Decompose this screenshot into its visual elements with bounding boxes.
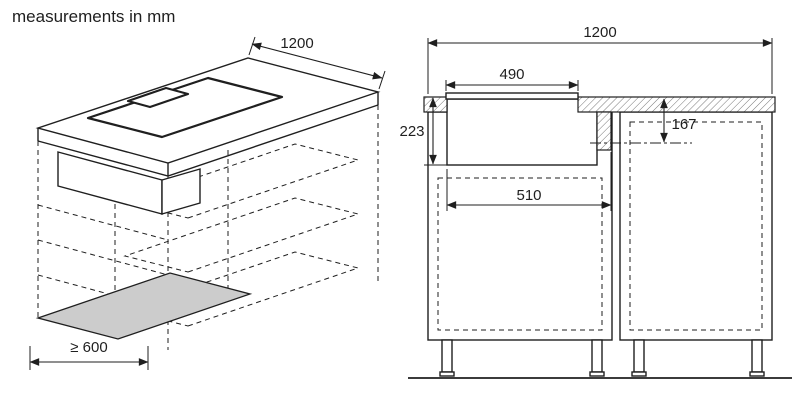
clearance-area — [35, 272, 253, 340]
label-mask — [505, 186, 553, 204]
dim-hob-top-width: 490 — [445, 66, 579, 91]
cabinet-inner-dashed — [437, 177, 603, 331]
dim-iso-min-depth: ≥ 600 — [29, 339, 149, 370]
leg-foot — [749, 371, 765, 377]
vent-outlet — [126, 86, 190, 109]
dim-outlet-center: 167 — [660, 98, 697, 143]
hob-under-body-side — [161, 168, 201, 215]
elev-dim-outlet-center-label: 167 — [671, 116, 696, 133]
worktop-right — [577, 96, 776, 113]
leg-foot — [631, 371, 647, 377]
dim-total-width: 1200 — [427, 24, 773, 94]
hob-body — [446, 98, 598, 166]
extension-line — [248, 36, 256, 56]
cabinet-inner-dashed — [629, 121, 763, 331]
dim-iso-width: 1200 — [248, 35, 386, 90]
hob-under-body — [57, 151, 163, 215]
elev-dim-total-width-label: 1200 — [583, 24, 616, 41]
iso-dim-min-depth-label: ≥ 600 — [70, 339, 107, 356]
cabinet-leg — [633, 339, 645, 373]
cabinet-leg — [591, 339, 603, 373]
drawer-line-dashed — [37, 239, 169, 276]
dim-install-depth: 223 — [399, 97, 453, 166]
drawer-line-dashed — [37, 204, 169, 241]
leg-foot — [589, 371, 605, 377]
iso-dim-width-label: 1200 — [280, 35, 313, 52]
elev-dim-hob-top-width-label: 490 — [499, 66, 524, 83]
extension-line — [378, 70, 386, 90]
elev-dim-install-depth-label: 223 — [399, 123, 424, 140]
cabinet-leg — [751, 339, 763, 373]
elev-dim-hob-body-width-label: 510 — [516, 187, 541, 204]
isometric-view: 1200 ≥ 600 — [29, 35, 386, 370]
measurements-note: measurements in mm — [12, 7, 175, 26]
leg-foot — [439, 371, 455, 377]
shelf-dashed — [123, 197, 360, 273]
cabinet-leg — [441, 339, 453, 373]
dim-hob-body-width: 510 — [446, 152, 612, 211]
air-outlet-connector — [596, 111, 612, 151]
worktop-bottom-edge — [37, 104, 379, 177]
dimension-line — [251, 42, 383, 80]
elevation-view: 1200 490 223 167 510 — [399, 24, 792, 379]
worktop-left — [423, 96, 448, 113]
hob-top-flange — [445, 92, 579, 100]
base-cabinet-right — [619, 111, 773, 341]
